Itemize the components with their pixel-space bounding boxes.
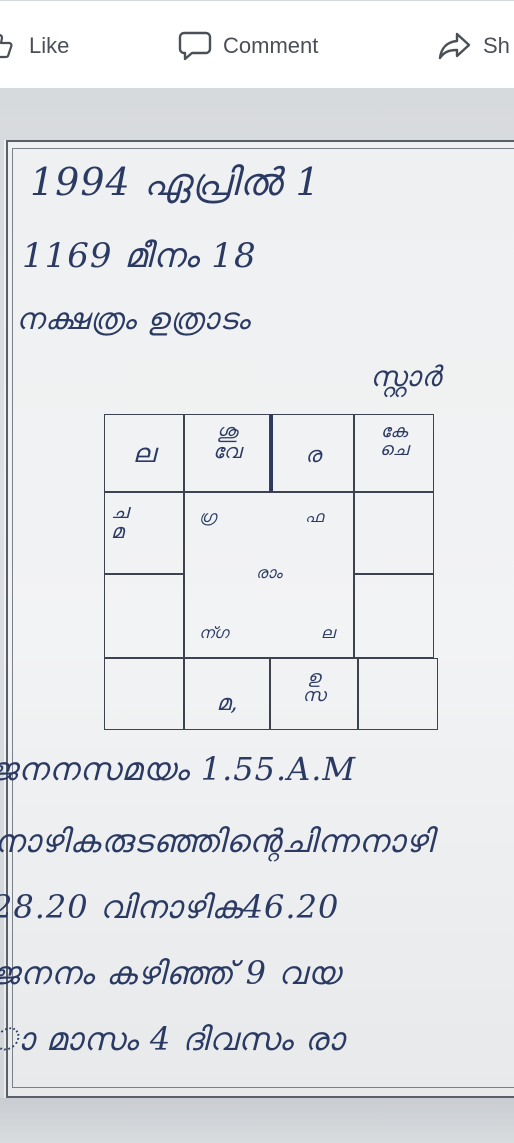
chart-center-text: രാം: [255, 563, 283, 582]
share-arrow-icon: [436, 27, 474, 65]
handwritten-malayalam-date-line: 1169 മീനം 18: [22, 236, 257, 276]
page-outer-border: [6, 140, 514, 1098]
chart-cell-r2c1-text: ച മ: [111, 499, 129, 543]
handwritten-vinazhika-line: 28.20 വിനാഴിക46.20: [0, 888, 340, 926]
like-button[interactable]: Like: [0, 27, 69, 65]
chart-center-top-right-text: ഫ: [305, 507, 324, 526]
handwritten-nazhika-line: നാഴികരുടഞ്ഞിന്റെചിന്നനാഴി: [0, 822, 434, 860]
handwritten-days-line: ാ മാസം 4 ദിവസം രാ: [0, 1020, 345, 1058]
chart-cell-r1c4: കേ ചെ: [354, 414, 434, 492]
chart-cell-r1c2-text: ശു വേ: [212, 419, 242, 463]
handwritten-birth-time-line: ജനനസമയം 1.55.A.M: [0, 750, 357, 788]
comment-label: Comment: [223, 33, 319, 58]
chart-cell-r4c1: [104, 658, 184, 730]
notebook-page: [4, 140, 514, 1143]
thumbs-up-icon: [0, 27, 20, 65]
chart-center-box: ഗ്ര ഫ രാം ന്ഗ ല: [184, 492, 354, 658]
chart-cell-r3c4: [354, 574, 434, 658]
handwritten-age-line: ജനനം കഴിഞ്ഞ് 9 വയ: [0, 954, 341, 992]
share-label: Sh: [483, 33, 510, 58]
chart-cell-r1c1: ല: [104, 414, 184, 492]
chart-center-bottom-right-text: ല: [321, 623, 335, 642]
handwritten-star-suffix: സ്റ്റാർ: [370, 360, 442, 393]
speech-bubble-icon: [176, 27, 214, 65]
chart-cell-r1c2: ശു വേ: [184, 414, 270, 492]
share-button[interactable]: Sh: [436, 27, 510, 65]
chart-cell-r1c3: ര: [270, 414, 354, 492]
chart-cell-r1c1-text: ല: [132, 439, 156, 469]
horoscope-chart: ല ശു വേ ര കേ ചെ ച മ ഗ്ര ഫ രാം ന്ഗ ല മ, ഉ: [100, 414, 440, 732]
post-photo[interactable]: 1994 ഏപ്രിൽ 1 1169 മീനം 18 നക്ഷത്രം ഉത്ര…: [0, 88, 514, 1143]
chart-cell-r3c1: [104, 574, 184, 658]
handwritten-date-line: 1994 ഏപ്രിൽ 1: [30, 160, 321, 204]
chart-center-bottom-left-text: ന്ഗ: [199, 623, 229, 642]
chart-cell-r4c3: ഉ സ: [270, 658, 358, 730]
chart-cell-r1c4-text: കേ ചെ: [379, 421, 409, 460]
page-inner-border: [12, 148, 514, 1088]
like-label: Like: [29, 33, 70, 58]
chart-cell-r2c4: [354, 492, 434, 574]
chart-cell-r2c1: ച മ: [104, 492, 184, 574]
chart-center-top-left-text: ഗ്ര: [199, 507, 217, 526]
chart-cell-r4c2-text: മ,: [216, 691, 238, 716]
page-bottom-edge: [0, 1098, 514, 1143]
comment-button[interactable]: Comment: [176, 27, 318, 65]
chart-cell-r4c2: മ,: [184, 658, 270, 730]
chart-cell-r1c3-text: ര: [305, 443, 321, 468]
handwritten-star-line: നക്ഷത്രം ഉത്രാടം: [16, 302, 251, 337]
chart-cell-r4c4: [358, 658, 438, 730]
post-action-bar: Like Comment Sh: [0, 0, 514, 89]
chart-cell-r4c3-text: ഉ സ: [302, 667, 326, 706]
